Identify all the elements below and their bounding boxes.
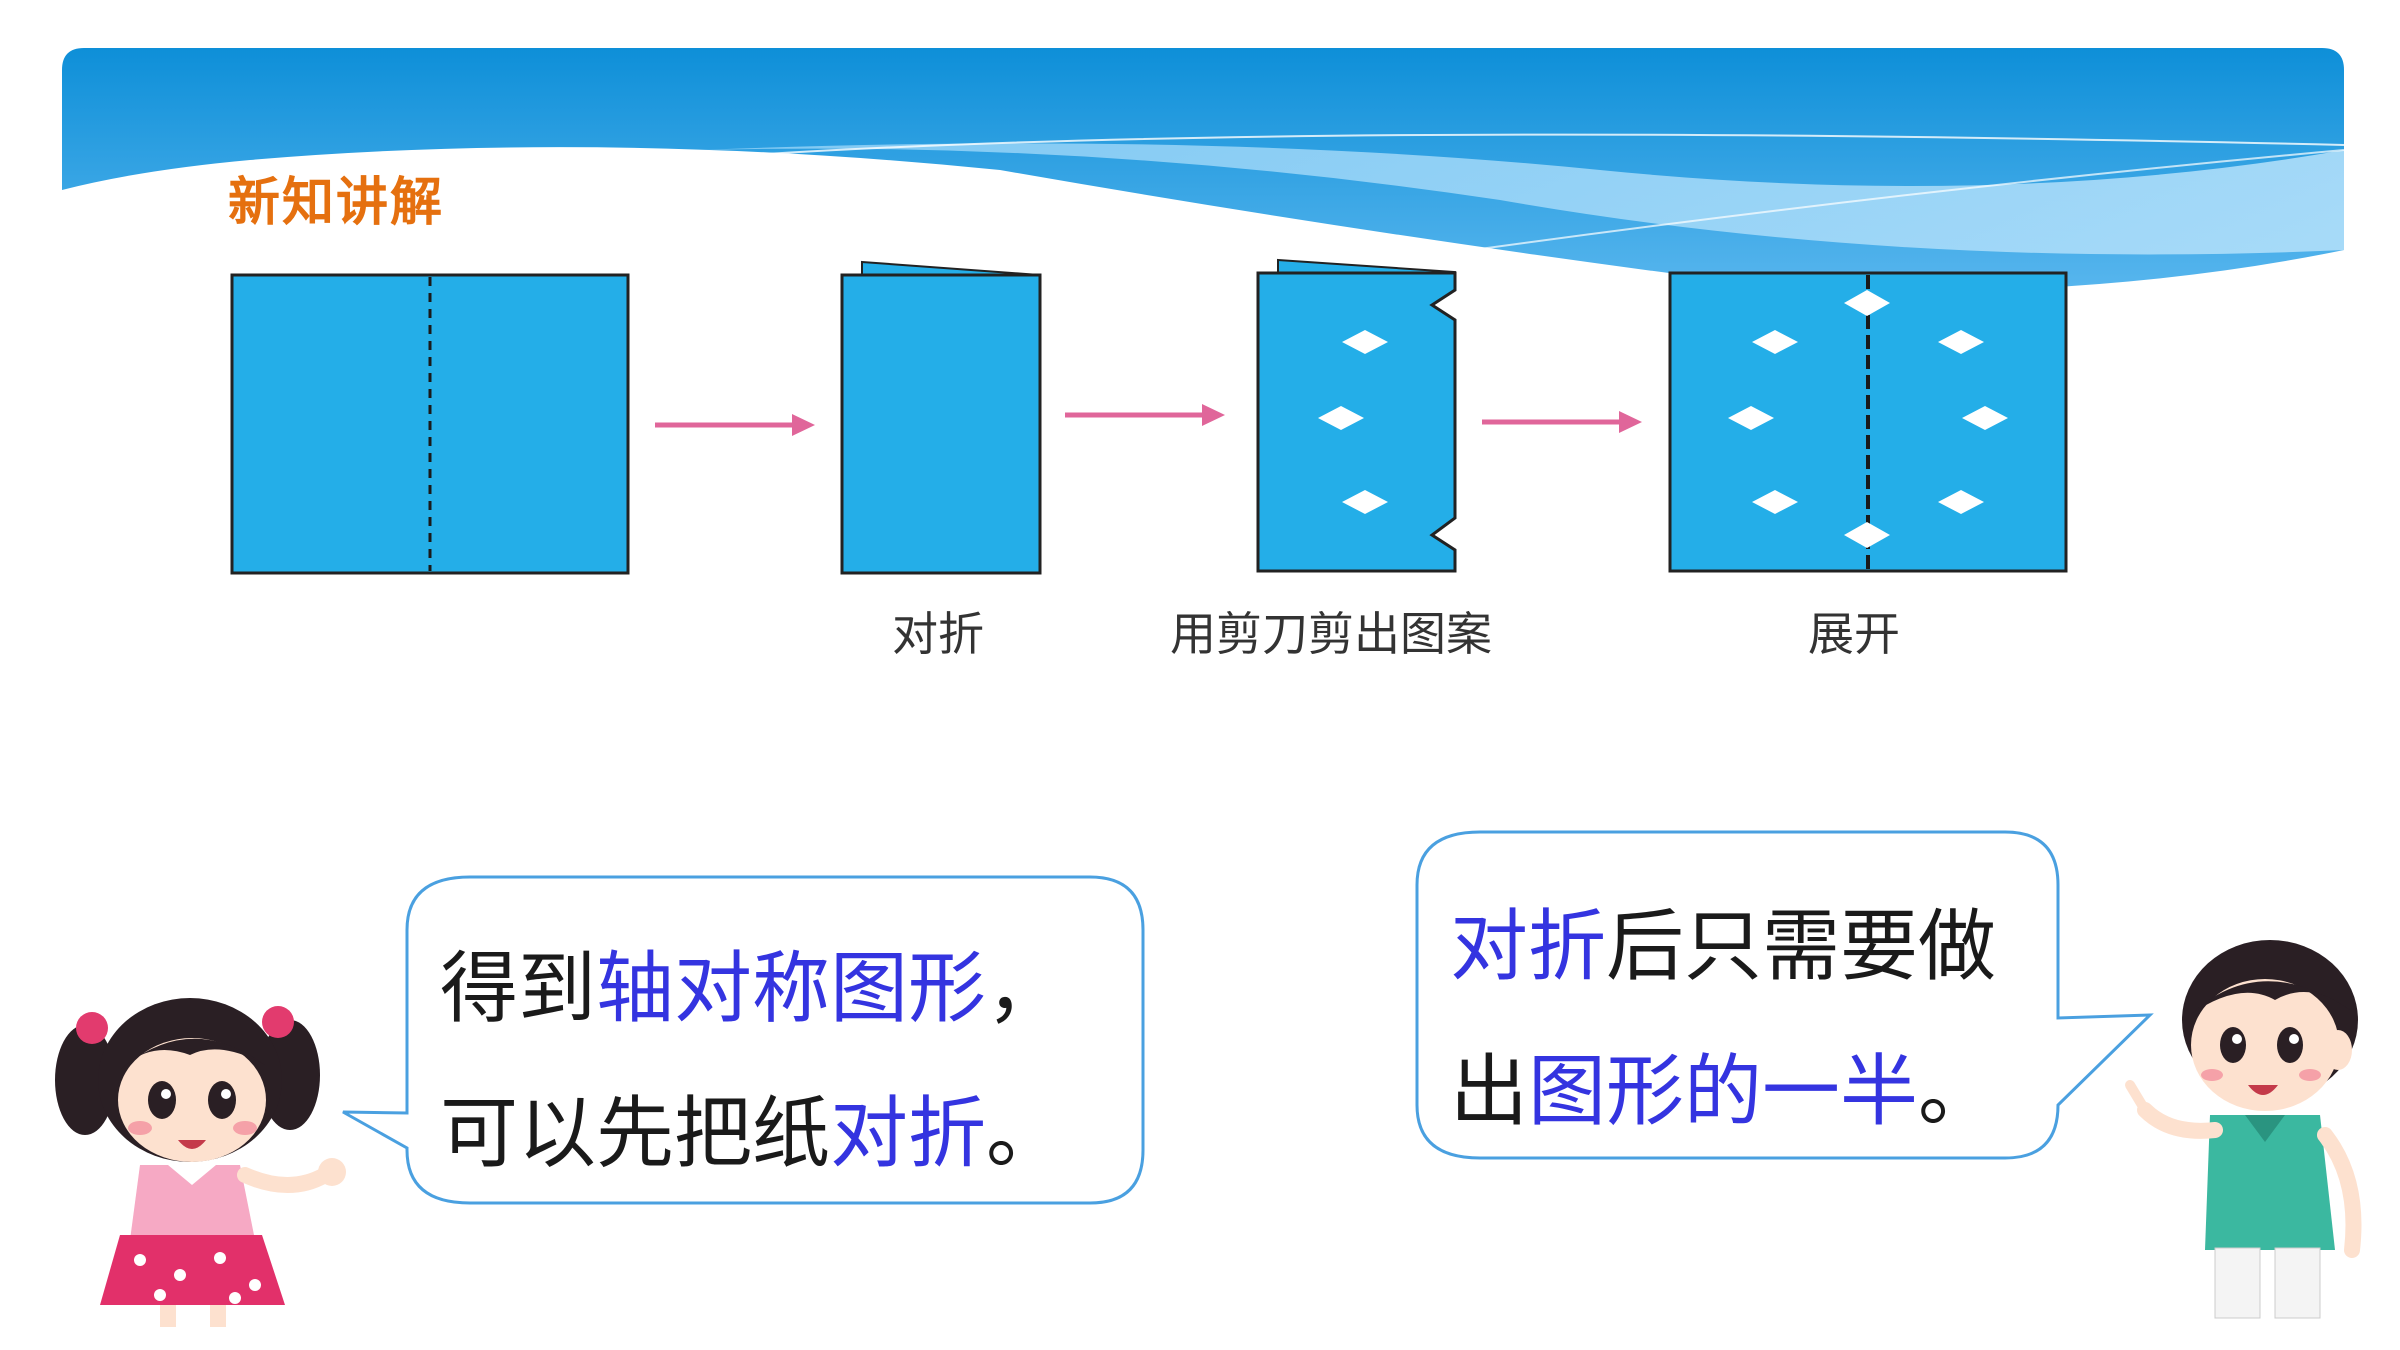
boy-speech-bubble (1415, 830, 2154, 1160)
girl-bubble-line1: 得到轴对称图形， (440, 950, 1064, 1028)
step-cut-pattern (1256, 258, 1457, 573)
step-caption-cut: 用剪刀剪出图案 (1170, 607, 1492, 661)
step-caption-fold: 对折 (892, 607, 984, 661)
text-segment: 得到 (440, 944, 597, 1034)
text-segment: 出 (1450, 1047, 1529, 1137)
arrow-icon (1065, 404, 1225, 426)
text-segment: ， (986, 944, 1065, 1034)
section-title: 新知讲解 (228, 173, 445, 233)
arrow-icon (655, 414, 815, 436)
text-segment: 可以先把纸 (440, 1089, 831, 1179)
text-segment: 。 (1918, 1047, 1997, 1137)
fold-cut-diagram (230, 258, 2068, 575)
highlight-segment: 图形的一半 (1528, 1047, 1919, 1137)
boy-bubble-line2: 出图形的一半。 (1450, 1053, 1996, 1131)
highlight-segment: 轴对称图形 (596, 944, 987, 1034)
boy-character-illustration (2125, 940, 2362, 1319)
boy-bubble-line1: 对折后只需要做 (1450, 908, 1996, 986)
step-folded-paper (840, 260, 1042, 575)
step-unfolded (1668, 271, 2068, 573)
highlight-segment: 对折 (830, 1089, 987, 1179)
arrow-icon (1482, 411, 1642, 433)
text-segment: 后只需要做 (1606, 902, 1997, 992)
highlight-segment: 对折 (1450, 902, 1607, 992)
girl-character-illustration (55, 998, 346, 1327)
step-full-paper (230, 273, 630, 575)
girl-speech-bubble (342, 875, 1145, 1205)
text-segment: 。 (986, 1089, 1065, 1179)
banner-light-wave (700, 143, 2344, 255)
step-caption-unfold: 展开 (1808, 607, 1900, 661)
girl-bubble-line2: 可以先把纸对折。 (440, 1095, 1064, 1173)
header-banner (62, 48, 2345, 292)
